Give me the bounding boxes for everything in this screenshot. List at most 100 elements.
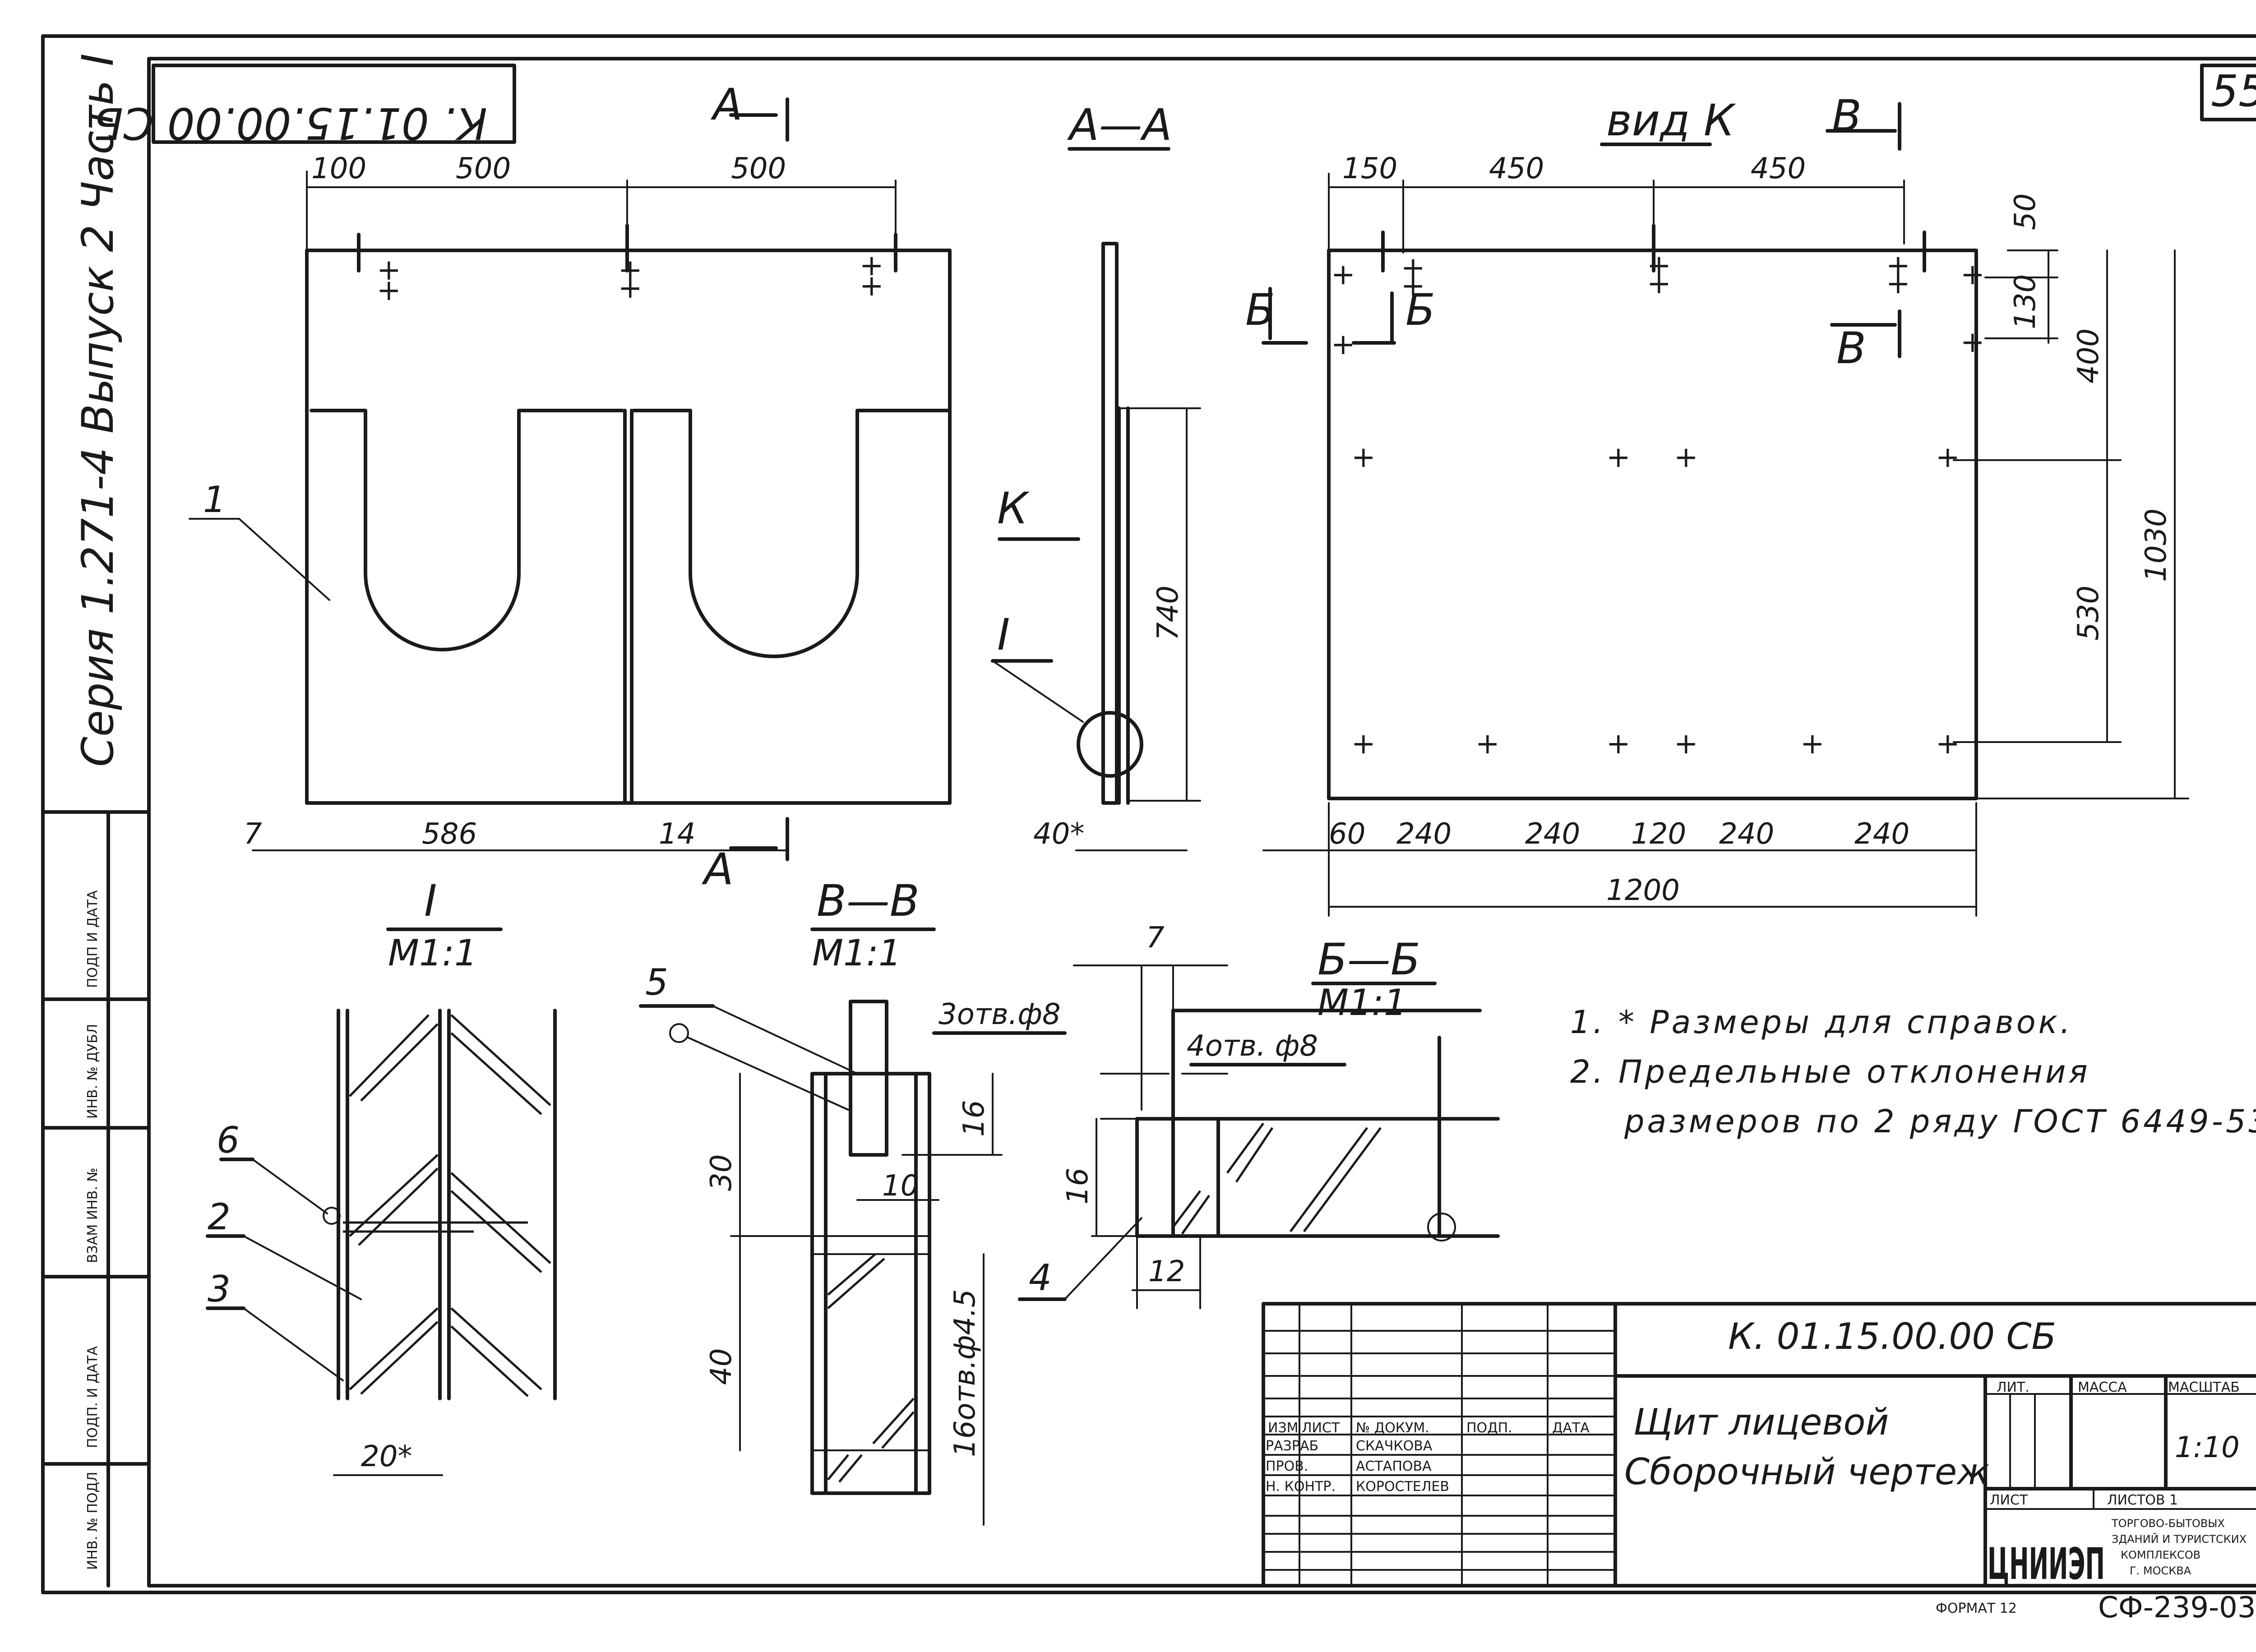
svg-text:+: + xyxy=(1647,249,1671,282)
sheet-inner-frame xyxy=(147,57,2256,1587)
tb-org-line-3: Г. МОСКВА xyxy=(2130,1564,2191,1577)
tb-header-4: ДАТА xyxy=(1552,1420,1590,1436)
section-vv: В—В М1:1 30 40 16 10 3отв.ф8 16отв.ф4.5 … xyxy=(639,876,1067,1526)
svg-text:+: + xyxy=(1886,267,1910,300)
view-k-dim-right-0: 50 xyxy=(2009,194,2042,230)
tb-mass-label: МАССА xyxy=(2078,1380,2127,1395)
svg-text:+: + xyxy=(1886,249,1910,282)
svg-text:+: + xyxy=(1331,258,1355,291)
cut-mark-v-bottom: В xyxy=(1836,323,1866,374)
front-dim-bottom-1: 586 xyxy=(422,817,477,851)
svg-text:+: + xyxy=(1401,269,1425,303)
tb-org-line-1: ЗДАНИЙ И ТУРИСТСКИХ xyxy=(2112,1532,2247,1546)
note-line-1: 2. Предельные отклонения xyxy=(1570,1053,2090,1090)
svg-text:+: + xyxy=(1647,267,1671,300)
view-k-title: вид К xyxy=(1606,95,1736,146)
svg-text:+: + xyxy=(618,254,643,287)
page-number-box xyxy=(2200,64,2256,121)
tb-title-line2: Сборочный чертеж xyxy=(1624,1451,1989,1493)
tb-org-line-2: КОМПЛЕКСОВ xyxy=(2121,1549,2201,1561)
svg-text:+: + xyxy=(1936,441,1960,474)
tb-role-0: РАЗРАБ xyxy=(1266,1438,1318,1454)
view-k: вид К +++ ++ +++ ++ ++++ +++ +++ 150 450… xyxy=(1245,91,2189,917)
view-k-holes: +++ ++ +++ ++ ++++ +++ +++ xyxy=(1331,249,1985,761)
section-vv-dim-1: 16 xyxy=(957,1100,991,1137)
tb-scale-label: МАСШТАБ xyxy=(2168,1380,2240,1395)
view-k-dim-bottom-0: 60 xyxy=(1329,817,1365,851)
u-cutout-right xyxy=(632,409,949,658)
view-k-dim-right-1: 130 xyxy=(2009,274,2042,329)
svg-text:+: + xyxy=(1674,727,1698,761)
svg-text:+: + xyxy=(1960,326,1985,359)
series-text: Серия 1.271-4 Выпуск 2 Часть I xyxy=(73,53,123,767)
strip-label-2: ВЗАМ ИНВ. № xyxy=(85,1167,101,1263)
front-dim-top-0: 100 xyxy=(311,152,366,185)
section-vv-scale: М1:1 xyxy=(812,932,901,974)
view-k-dim-right-4: 1030 xyxy=(2140,508,2173,582)
note-line-2: размеров по 2 ряду ГОСТ 6449-53. xyxy=(1624,1103,2256,1140)
tb-role-1: ПРОВ. xyxy=(1266,1458,1308,1474)
section-vv-dim-0: 30 xyxy=(705,1154,738,1191)
view-k-dim-top-1: 450 xyxy=(1489,152,1544,185)
view-k-dim-top-0: 150 xyxy=(1342,152,1397,185)
svg-text:+: + xyxy=(1674,441,1698,474)
view-k-dim-bottom-2: 240 xyxy=(1525,817,1580,851)
pos-label-1: 1 xyxy=(203,479,226,521)
note-line-0: 1. * Размеры для справок. xyxy=(1570,1004,2073,1041)
section-aa-title: А—А xyxy=(1067,100,1172,150)
section-bb-dim-0: 7 xyxy=(1146,921,1165,955)
svg-text:+: + xyxy=(1351,727,1376,761)
section-vv-hatching xyxy=(827,1253,915,1483)
tb-name-1: АСТАПОВА xyxy=(1356,1458,1432,1474)
strip-label-0: ИНВ. № ПОДЛ xyxy=(85,1472,101,1570)
section-bb-holes-note: 4отв. ф8 xyxy=(1187,1029,1318,1063)
section-mark-bottom: А xyxy=(701,844,734,895)
tb-sheets-label: ЛИСТОВ 1 xyxy=(2107,1492,2178,1508)
stamp-code: К. 01.15.00.00 СБ xyxy=(93,98,487,148)
view-k-dim-bottom-1: 240 xyxy=(1396,817,1452,851)
left-strip: ИНВ. № ПОДЛ ПОДП. И ДАТА ВЗАМ ИНВ. № ИНВ… xyxy=(41,810,151,1587)
sheet-outer-frame xyxy=(41,34,2256,1594)
svg-text:+: + xyxy=(1606,441,1631,474)
section-vv-dim-3: 40 xyxy=(705,1348,738,1385)
svg-text:+: + xyxy=(1936,727,1960,761)
front-dim-top-1: 500 xyxy=(456,152,511,185)
section-vv-dim-2: 10 xyxy=(882,1169,919,1203)
page-number: 55 xyxy=(2211,66,2256,116)
section-aa-dim-thickness: 40* xyxy=(1033,817,1084,851)
front-dim-top-2: 500 xyxy=(731,152,786,185)
svg-text:+: + xyxy=(1401,251,1425,285)
svg-text:+: + xyxy=(377,254,401,287)
tb-title-line1: Щит лицевой xyxy=(1633,1401,1889,1443)
view-k-dim-top-2: 450 xyxy=(1751,152,1806,185)
svg-text:+: + xyxy=(1606,727,1631,761)
view-k-dim-bottom-4: 240 xyxy=(1719,817,1774,851)
section-vv-pos-label: 5 xyxy=(645,961,668,1003)
section-aa-dim-height: 740 xyxy=(1151,586,1185,641)
strip-label-3: ИНВ. № ДУБЛ xyxy=(85,1024,101,1119)
front-dim-bottom-2: 14 xyxy=(659,817,695,851)
section-bb-dim-1: 16 xyxy=(1061,1168,1095,1204)
section-vv-holes-note: 3отв.ф8 xyxy=(938,998,1061,1031)
tb-code: К. 01.15.00.00 СБ xyxy=(1728,1315,2056,1357)
detail-i-hatching xyxy=(349,1014,551,1397)
detail-i-label-6: 6 xyxy=(217,1119,240,1161)
tb-name-0: СКАЧКОВА xyxy=(1356,1438,1433,1454)
section-bb-scale: М1:1 xyxy=(1318,982,1407,1024)
strip-label-1: ПОДП. И ДАТА xyxy=(85,1346,101,1448)
detail-i: I М1:1 20* 6 2 3 xyxy=(206,876,557,1476)
tb-org-logo: ЦНИИЭП xyxy=(1988,1539,2105,1589)
svg-text:+: + xyxy=(1331,328,1355,361)
stamp-box xyxy=(152,64,516,144)
format-text: ФОРМАТ 12 xyxy=(1936,1601,2017,1616)
section-bb-title: Б—Б xyxy=(1318,934,1420,985)
strip-label-4: ПОДП И ДАТА xyxy=(85,890,101,988)
cut-mark-v-top: В xyxy=(1832,91,1862,141)
svg-text:+: + xyxy=(1475,727,1500,761)
svg-text:+: + xyxy=(618,272,643,305)
detail-i-scale: М1:1 xyxy=(388,932,477,974)
svg-text:+: + xyxy=(1800,727,1825,761)
front-view: ++ ++ ++ 100 500 500 7 586 14 А А 1 xyxy=(189,79,952,895)
section-vv-title: В—В xyxy=(817,876,920,926)
